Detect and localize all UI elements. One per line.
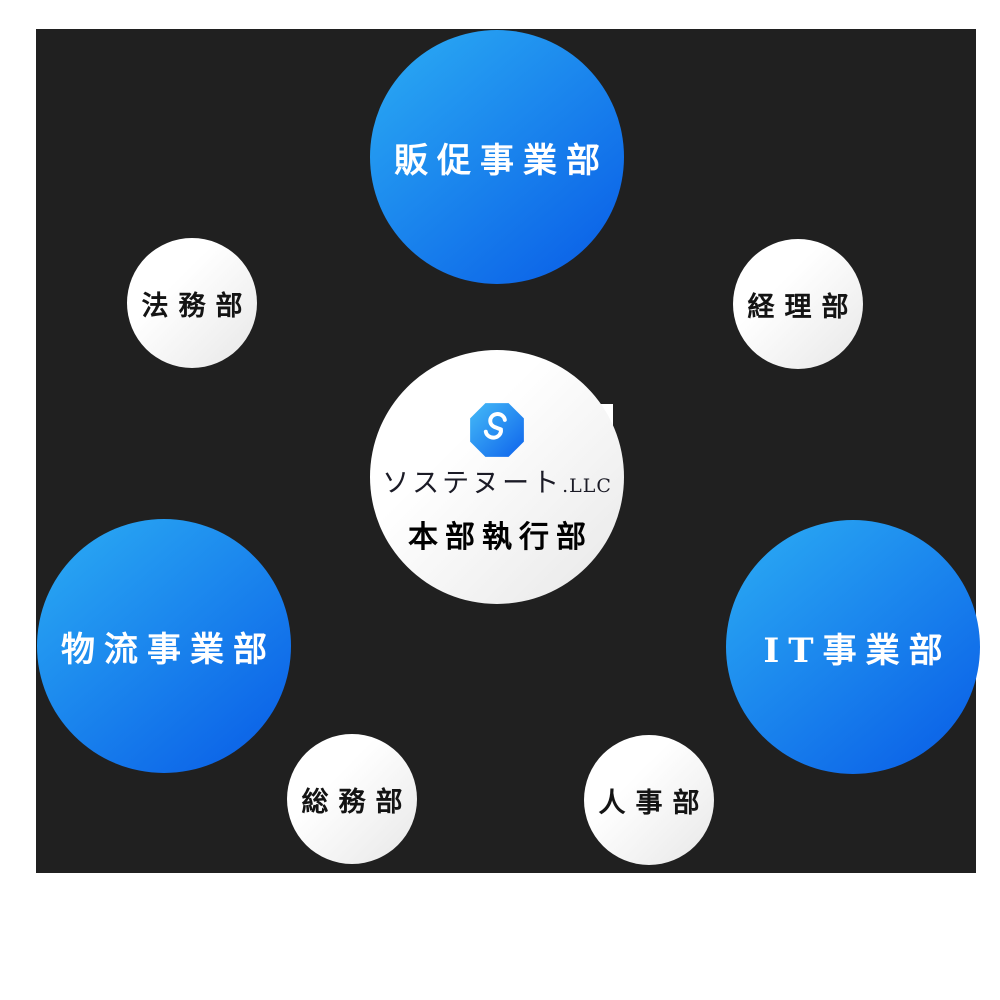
department-circle-general-affairs: 総務部 bbox=[287, 734, 417, 864]
division-label: 物流事業部 bbox=[61, 629, 276, 670]
company-name: ソステヌート bbox=[382, 468, 563, 499]
department-label: 経理部 bbox=[747, 291, 859, 323]
department-label: 総務部 bbox=[301, 786, 413, 818]
company-suffix: .LLC bbox=[562, 475, 612, 497]
department-circle-accounting: 経理部 bbox=[733, 239, 863, 369]
sostenuto-octagon-s-icon bbox=[470, 403, 524, 457]
department-circle-legal: 法務部 bbox=[127, 238, 257, 368]
division-circle-logistics: 物流事業部 bbox=[37, 519, 291, 773]
division-label: 販促事業部 bbox=[394, 140, 609, 181]
department-label: 人事部 bbox=[598, 787, 710, 819]
headquarters-circle: ソステヌート.LLC 本部執行部 bbox=[370, 350, 624, 604]
division-label: IT事業部 bbox=[763, 630, 952, 671]
division-circle-it: IT事業部 bbox=[726, 520, 980, 774]
department-label: 法務部 bbox=[141, 290, 253, 322]
department-circle-human-resources: 人事部 bbox=[584, 735, 714, 865]
headquarters-label: 本部執行部 bbox=[408, 520, 593, 555]
division-circle-sales-promotion: 販促事業部 bbox=[370, 30, 624, 284]
company-name-row: ソステヌート.LLC bbox=[382, 461, 612, 500]
